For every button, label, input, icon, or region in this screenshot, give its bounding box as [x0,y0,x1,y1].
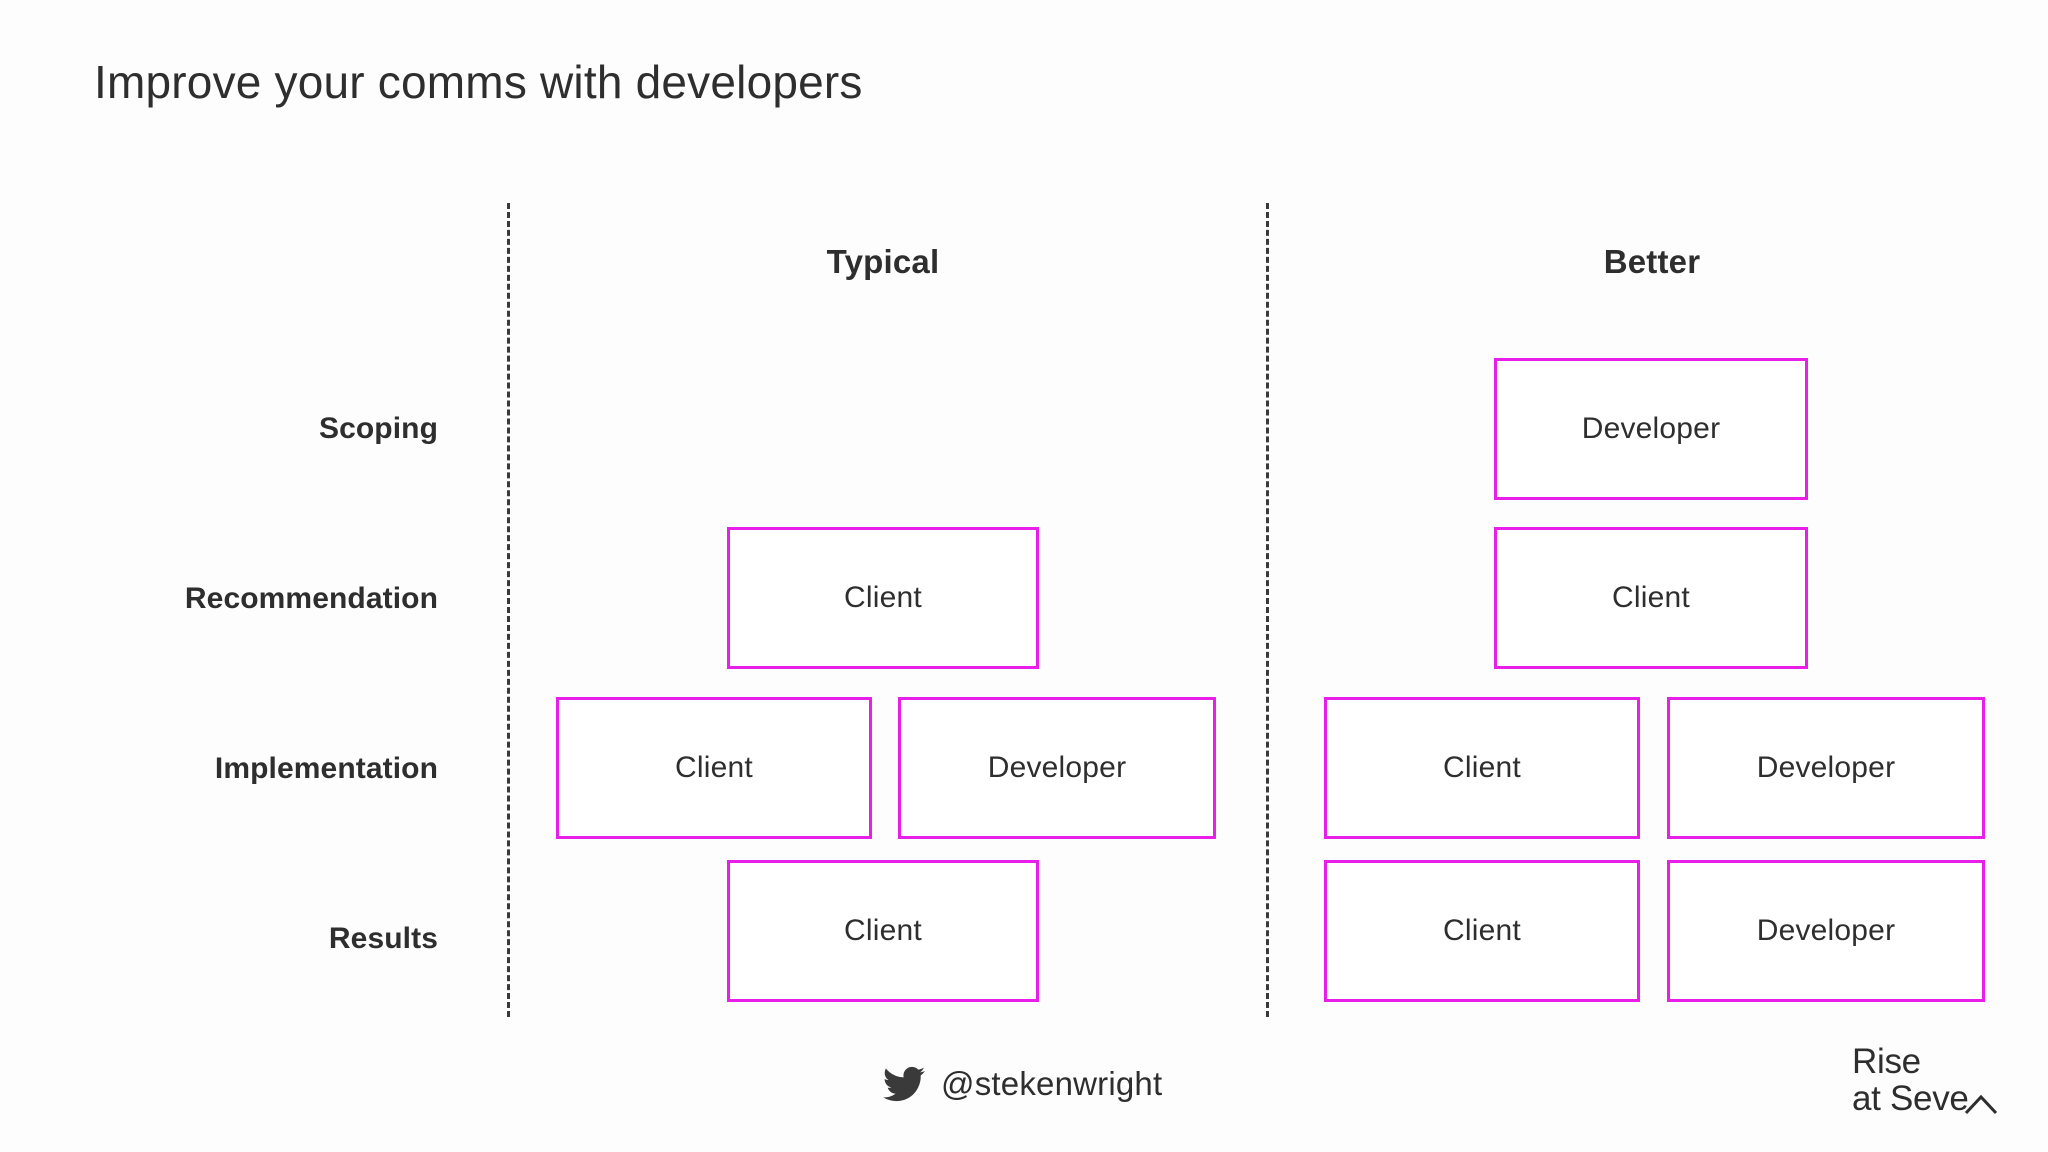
up-chevron-icon [1964,1093,1998,1118]
matrix-box-better-implementation-developer: Developer [1667,697,1985,839]
matrix-box-label: Client [1612,581,1690,614]
matrix-box-better-results-client: Client [1324,860,1640,1002]
twitter-bird-icon [883,1063,925,1105]
row-label-scoping: Scoping [318,412,438,445]
brand-logo-line-two: at Seve [1852,1078,1969,1118]
column-header-better: Better [1603,243,1701,280]
matrix-box-label: Developer [1756,914,1896,947]
matrix-box-typical-implementation-client: Client [556,697,872,839]
matrix-box-better-results-developer: Developer [1667,860,1985,1002]
matrix-box-typical-recommendation: Client [727,527,1039,669]
brand-logo-line-one: Rise [1852,1042,1921,1081]
matrix-box-better-scoping-developer: Developer [1494,358,1808,500]
brand-logo-line-two-wrap: at Seve [1852,1078,2002,1118]
matrix-box-typical-implementation-developer: Developer [898,697,1216,839]
column-divider-right [1266,203,1269,1017]
brand-logo: Rise at Seve [1852,1042,2002,1128]
matrix-box-label: Client [675,751,753,784]
row-label-results: Results [328,922,438,955]
matrix-box-label: Developer [1756,751,1896,784]
row-label-recommendation: Recommendation [184,582,438,615]
column-header-typical: Typical [826,243,940,280]
matrix-box-typical-results-client: Client [727,860,1039,1002]
row-label-implementation: Implementation [214,752,438,785]
matrix-box-better-implementation-client: Client [1324,697,1640,839]
matrix-box-label: Client [1443,751,1521,784]
matrix-box-label: Developer [987,751,1127,784]
matrix-box-label: Client [844,914,922,947]
matrix-box-label: Developer [1581,412,1721,445]
column-divider-left [507,203,510,1017]
page-title: Improve your comms with developers [94,56,863,108]
matrix-box-label: Client [844,581,922,614]
matrix-box-label: Client [1443,914,1521,947]
matrix-box-better-recommendation-client: Client [1494,527,1808,669]
twitter-handle-text: @stekenwright [941,1065,1163,1102]
twitter-credit: @stekenwright [883,1063,1162,1105]
